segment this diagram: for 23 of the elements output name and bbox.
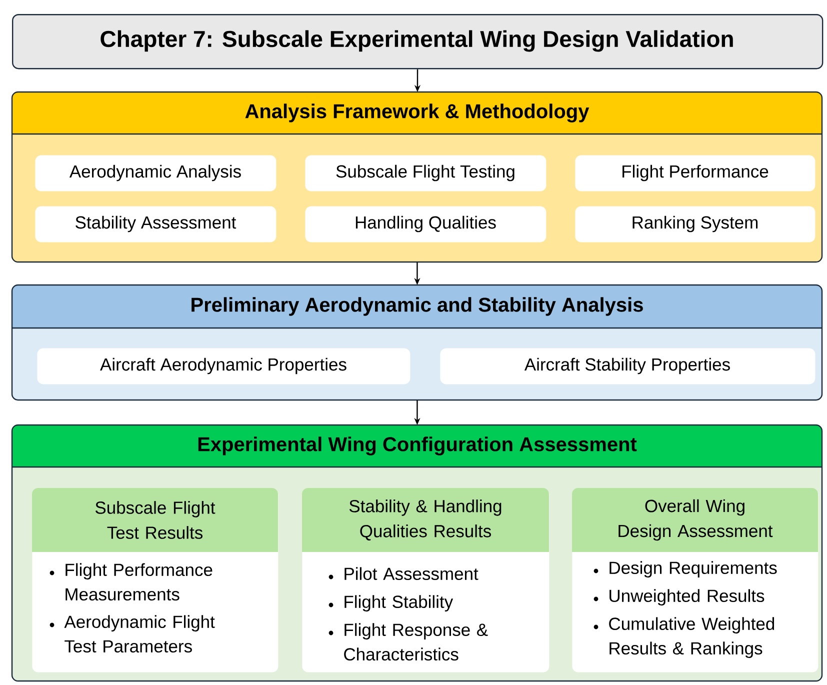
topic-box: Aircraft Aerodynamic Properties [37, 348, 410, 384]
bullet-item: Aerodynamic Flight Test Parameters [64, 615, 215, 653]
topic-box: Flight Performance [575, 155, 816, 192]
bullet-item: Cumulative Weighted Results & Rankings [609, 617, 774, 658]
result-card [32, 488, 278, 672]
topic-box: Aircraft Stability Properties [440, 348, 816, 384]
title-box: Chapter 7: Subscale Experimental Wing Design Validation [12, 14, 824, 70]
bullet-item: Flight Response & Characteristics [344, 623, 488, 661]
topic-box: Ranking System [575, 206, 816, 242]
result-card [302, 488, 550, 672]
card-heading: Overall Wing Design Assessment [618, 499, 773, 541]
card-heading: Stability & Handling Qualities Results [349, 500, 502, 540]
topic-box: Stability Assessment [35, 206, 276, 242]
bullet-item: Flight Stability [344, 595, 454, 612]
topic-box: Subscale Flight Testing [305, 155, 546, 192]
topic-box: Aerodynamic Analysis [35, 155, 276, 192]
bullet-item: Unweighted Results [610, 589, 764, 606]
bullet-item: Design Requirements [610, 561, 777, 578]
result-card [572, 488, 818, 672]
bullet-item: Flight Performance Measurements [66, 563, 212, 601]
card-heading: Subscale Flight Test Results [96, 501, 216, 539]
bullet-item: Pilot Assessment [344, 567, 478, 580]
topic-box: Handling Qualities [305, 206, 546, 242]
